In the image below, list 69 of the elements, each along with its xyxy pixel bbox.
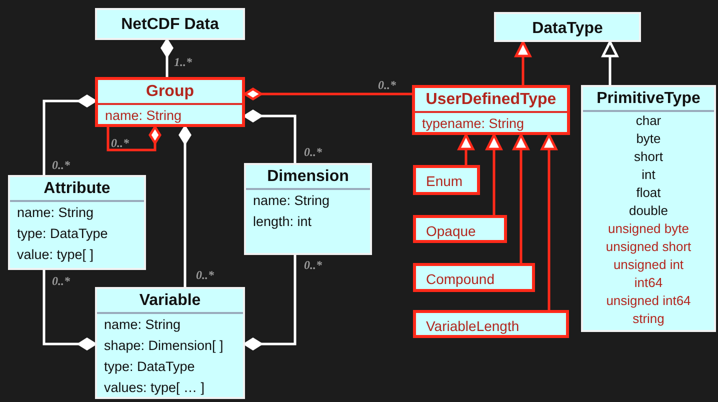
type-name: char: [634, 112, 662, 130]
type-name: unsigned short: [604, 238, 692, 256]
composition-line: [160, 38, 174, 77]
type-name: unsigned byte: [607, 220, 690, 238]
attribute-text: length: int: [252, 213, 313, 231]
class-name: Variable: [97, 289, 243, 314]
composition-line: [42, 270, 96, 350]
inheritance-arrow: [512, 134, 530, 263]
composition-line: [244, 255, 296, 350]
composition-line: [42, 94, 96, 175]
class-name: NetCDF Data: [120, 15, 220, 35]
multiplicity-label: 0..*: [52, 274, 70, 289]
class-box: [494, 12, 641, 42]
class-box: [413, 310, 569, 338]
attribute-text: name: String: [103, 316, 182, 334]
attribute-text: shape: Dimension[ ]: [103, 337, 224, 355]
inheritance-arrow: [540, 134, 558, 310]
composition-line: [244, 88, 412, 100]
class-box: [244, 163, 372, 255]
inheritance-arrow: [602, 40, 618, 85]
type-name: double: [628, 202, 670, 220]
class-name: Opaque: [425, 222, 477, 239]
multiplicity-label: 0..*: [196, 268, 214, 283]
attribute-text: type: DataType: [103, 358, 196, 376]
multiplicity-label: 0..*: [304, 258, 322, 273]
multiplicity-label: 1..*: [174, 55, 192, 70]
composition-line: [178, 126, 192, 287]
class-name: PrimitiveType: [583, 87, 714, 112]
attribute-text: values: type[ … ]: [103, 379, 206, 397]
attribute-text: value: type[ ]: [16, 246, 95, 264]
class-name: Enum: [425, 172, 464, 189]
inheritance-arrow: [514, 40, 532, 85]
type-name: unsigned int: [612, 256, 685, 274]
class-box: [95, 8, 245, 40]
type-name: string: [632, 310, 666, 328]
type-name: int: [640, 166, 656, 184]
type-name: short: [633, 148, 664, 166]
composition-line: [106, 126, 162, 152]
class-box: [581, 85, 716, 332]
class-name: Attribute: [10, 177, 144, 202]
class-name: VariableLength: [425, 317, 520, 334]
attribute-text: name: String: [252, 192, 331, 210]
class-box: [95, 287, 245, 399]
attribute-text: typename: String: [421, 115, 526, 133]
class-name: Dimension: [246, 165, 370, 190]
type-name: float: [635, 184, 662, 202]
class-name: DataType: [531, 19, 604, 39]
class-name: UserDefinedType: [415, 88, 567, 113]
class-box: [413, 263, 535, 292]
attribute-text: name: String: [104, 107, 183, 125]
attribute-text: name: String: [16, 204, 95, 222]
class-box: [413, 215, 507, 243]
multiplicity-label: 0..*: [378, 78, 396, 93]
class-box: [412, 85, 570, 135]
multiplicity-label: 0..*: [304, 145, 322, 160]
class-box: [8, 175, 146, 270]
type-name: byte: [635, 130, 662, 148]
inheritance-arrow: [458, 134, 474, 165]
attribute-text: type: DataType: [16, 225, 109, 243]
class-box: [413, 165, 480, 195]
type-name: int64: [633, 274, 664, 292]
composition-line: [244, 110, 296, 163]
inheritance-arrow: [486, 134, 502, 215]
multiplicity-label: 0..*: [52, 158, 70, 173]
type-name: unsigned int64: [605, 292, 692, 310]
class-name: Group: [98, 80, 242, 105]
class-name: Compound: [425, 270, 496, 287]
class-box: [95, 77, 245, 127]
multiplicity-label: 0..*: [111, 136, 129, 151]
